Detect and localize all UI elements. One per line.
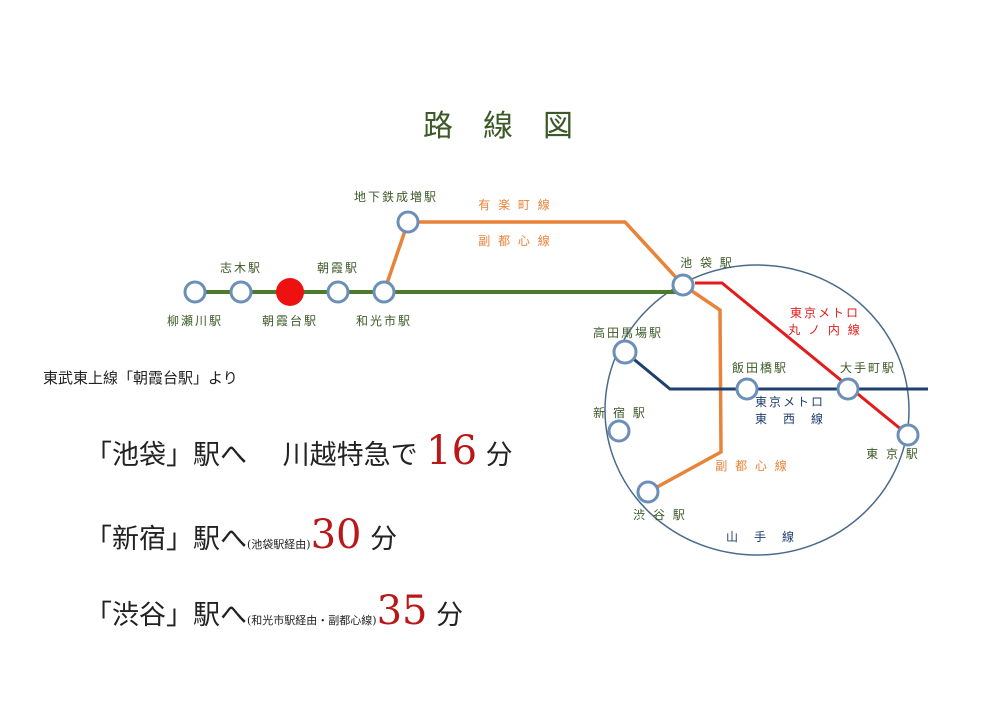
station-narimasu [396, 210, 420, 234]
station-otemachi [836, 377, 860, 401]
station-shibuya [636, 480, 660, 504]
yamanote-line [604, 264, 910, 556]
station-wakoshi [372, 280, 396, 304]
route-unit: 分 [361, 524, 398, 555]
label-narimasu: 地下鉄成増駅 [354, 189, 438, 204]
station-ikebukuro [671, 273, 695, 297]
label-marunouchi-1: 東京メトロ [790, 306, 860, 320]
label-asakadai: 朝霞台駅 [262, 313, 318, 328]
label-tozai-1: 東京メトロ [755, 395, 825, 409]
station-shiki [229, 280, 253, 304]
route-minutes: 16 [426, 428, 478, 474]
route-ikebukuro: 「池袋」駅へ 川越特急で 16 分 [85, 428, 513, 474]
label-shibuya: 渋 谷 駅 [633, 508, 687, 522]
label-yanasegawa: 柳瀬川駅 [167, 314, 223, 328]
label-takadanobaba: 高田馬場駅 [593, 325, 663, 340]
label-shiki: 志木駅 [220, 261, 262, 275]
station-asaka [326, 280, 350, 304]
station-shinjuku [607, 419, 631, 443]
label-tozai-2: 東 西 線 [755, 411, 825, 426]
station-takadanobaba [612, 339, 638, 365]
route-note: (和光市駅経由・副都心線) [247, 614, 377, 627]
station-tokyo [896, 423, 920, 447]
label-asaka: 朝霞駅 [317, 261, 359, 275]
route-dest: 「新宿」駅へ [85, 524, 247, 555]
label-yurakucho-line: 有 楽 町 線 [478, 197, 551, 212]
route-shibuya: 「渋谷」駅へ(和光市駅経由・副都心線)35 分 [85, 588, 463, 634]
label-iidabashi: 飯田橋駅 [732, 360, 788, 375]
route-unit: 分 [427, 600, 464, 631]
label-yamanote-line: 山 手 線 [726, 529, 796, 544]
label-fukutoshin-line-2: 副 都 心 線 [715, 458, 788, 473]
route-minutes: 35 [376, 588, 428, 634]
route-note: (池袋駅経由) [247, 538, 311, 551]
label-ikebukuro: 池 袋 駅 [680, 256, 734, 270]
station-asakadai-current [276, 278, 304, 306]
station-iidabashi [735, 377, 759, 401]
label-fukutoshin-line: 副 都 心 線 [478, 233, 551, 248]
label-wakoshi: 和光市駅 [356, 313, 412, 328]
label-marunouchi-2: 丸 ノ 内 線 [788, 322, 861, 337]
label-shinjuku: 新 宿 駅 [593, 405, 647, 420]
label-tokyo: 東 京 駅 [866, 447, 920, 461]
route-shinjuku: 「新宿」駅へ(池袋駅経由)30 分 [85, 512, 397, 558]
station-yanasegawa [183, 280, 207, 304]
label-otemachi: 大手町駅 [840, 361, 896, 375]
route-dest: 「渋谷」駅へ [85, 600, 247, 631]
origin-label: 東武東上線「朝霞台駅」より [43, 369, 238, 387]
route-dest: 「池袋」駅へ 川越特急で [85, 440, 427, 471]
map-title: 路 線 図 [423, 109, 573, 144]
route-minutes: 30 [310, 512, 362, 558]
route-unit: 分 [477, 440, 513, 471]
